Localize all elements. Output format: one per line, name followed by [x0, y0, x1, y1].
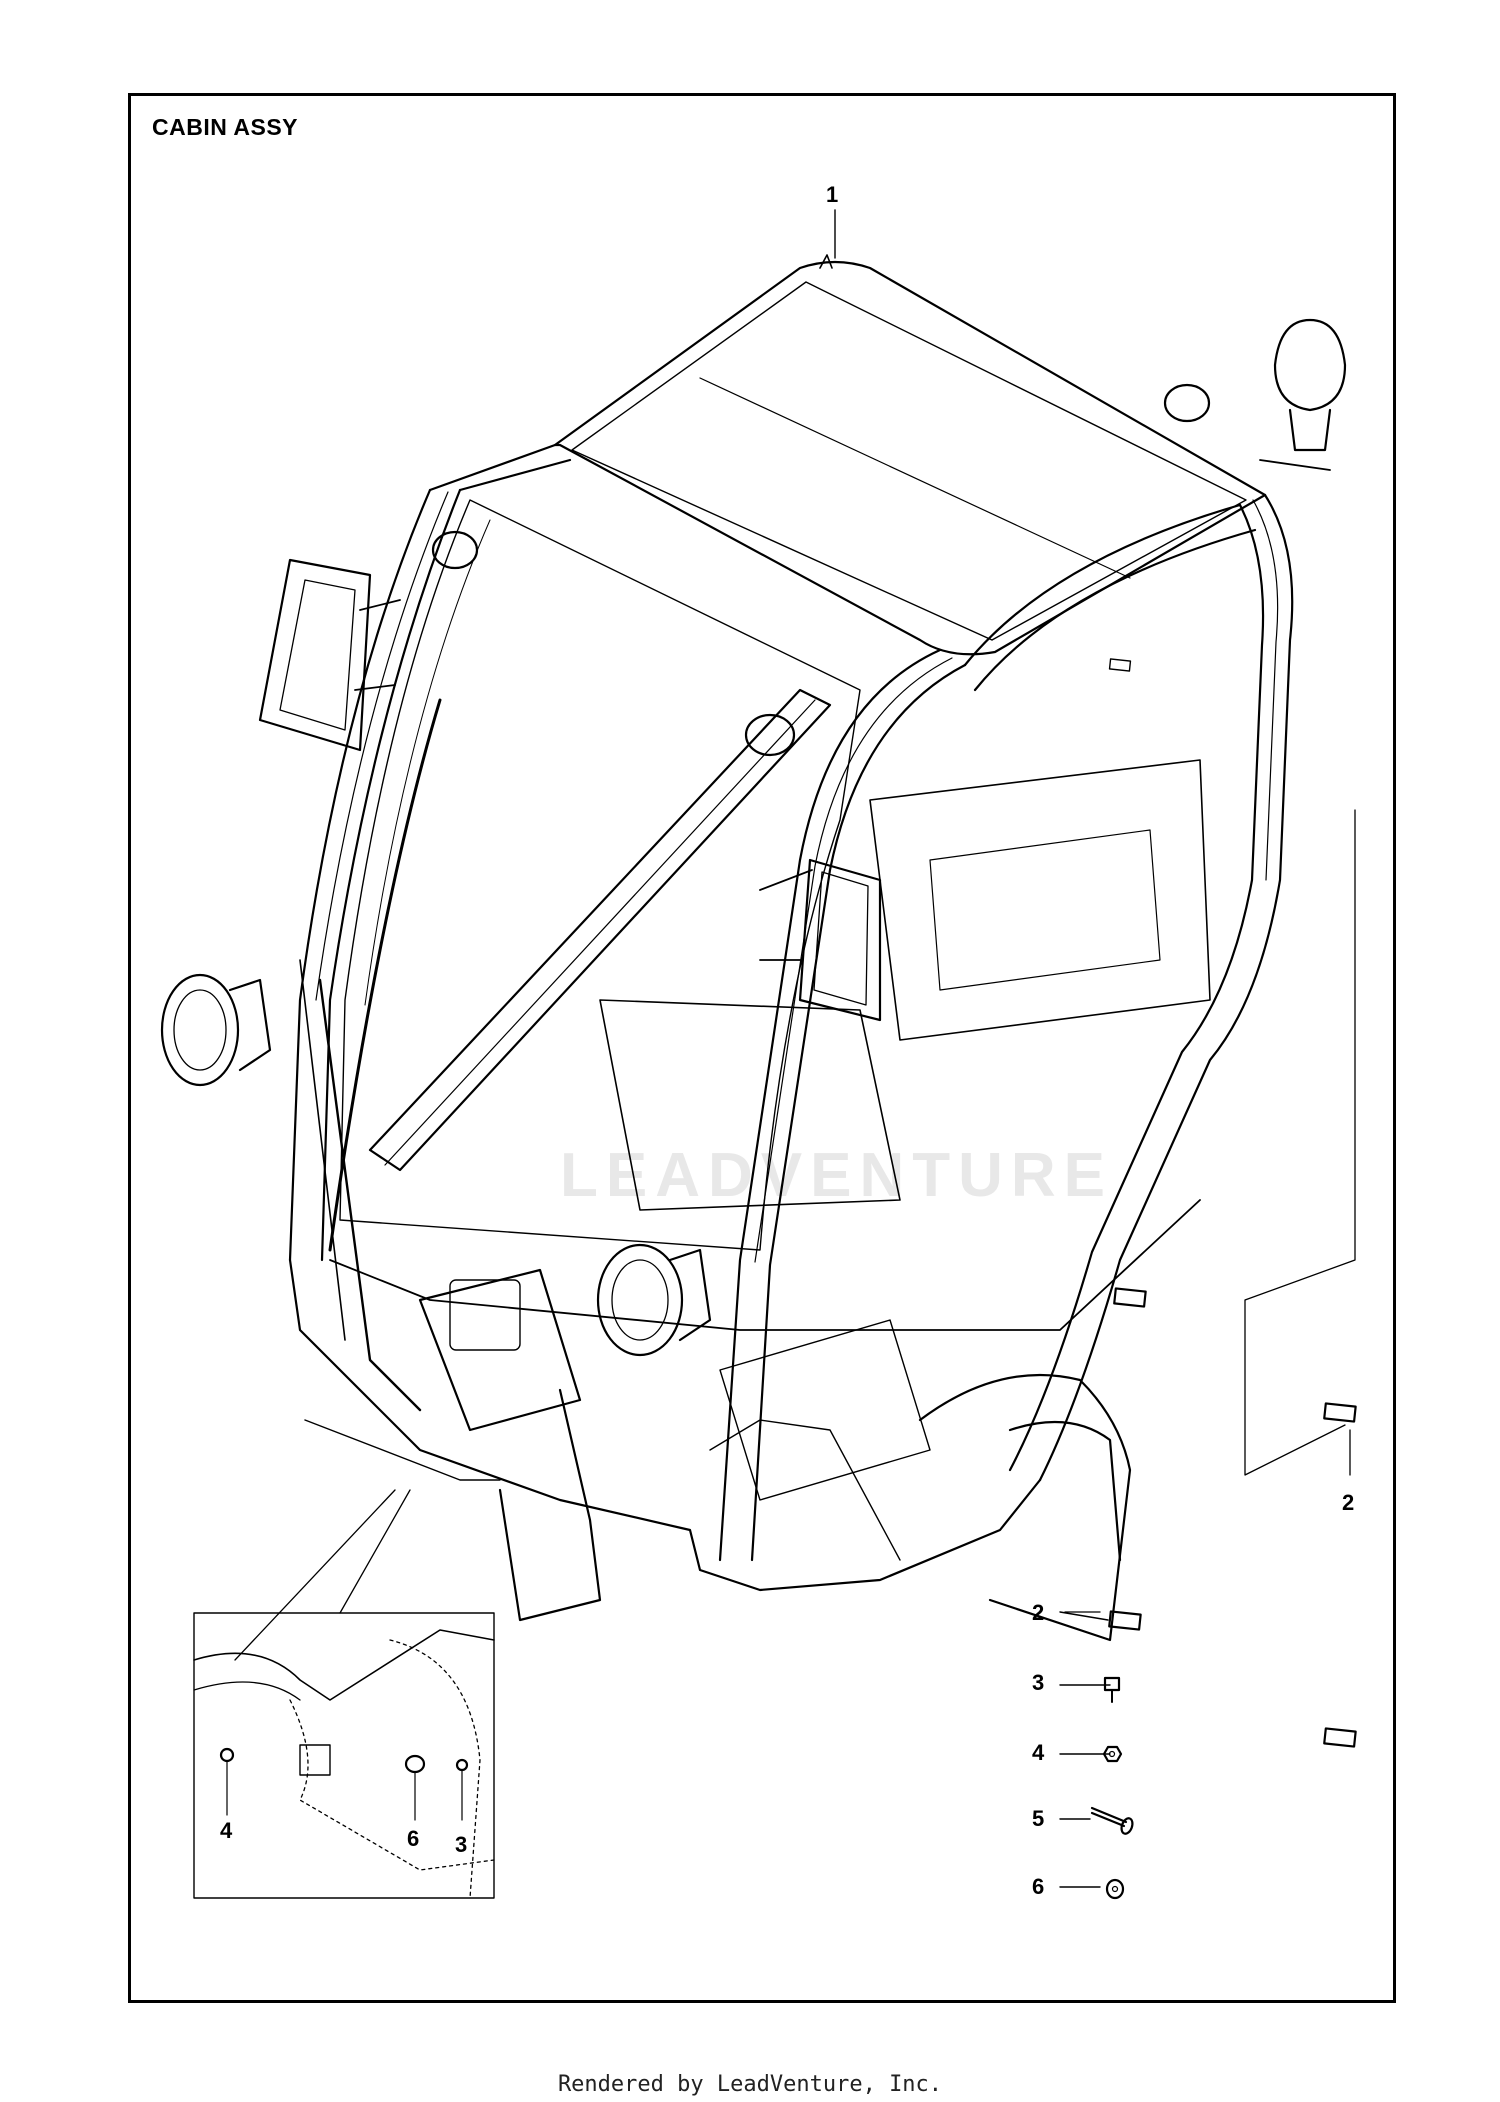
decals	[1108, 658, 1357, 1748]
beacon-light	[1259, 318, 1347, 471]
roof-panel	[553, 254, 1267, 656]
footer-credit: Rendered by LeadVenture, Inc.	[557, 2072, 943, 2097]
legend-washer-icon	[1105, 1878, 1125, 1900]
front-right-pillar	[718, 648, 967, 1562]
work-lights	[160, 383, 1211, 1357]
watermark: LEADVENTURE	[560, 1141, 1114, 1210]
decal-bracket-lines	[1064, 809, 1356, 1613]
legend-screw-icon	[1103, 1676, 1121, 1703]
windshield	[339, 499, 861, 1251]
wiper-arm	[299, 698, 442, 1412]
left-mirror	[258, 558, 401, 752]
callout-5-legend: 5	[1032, 1806, 1045, 1831]
diagram-frame	[128, 93, 1396, 2003]
rear-fender	[918, 1374, 1132, 1642]
legend-bolt-icon	[1090, 1806, 1134, 1835]
callout-6-legend: 6	[1032, 1874, 1045, 1899]
callout-4-inset: 4	[220, 1818, 233, 1843]
rear-pillar	[1008, 493, 1294, 1482]
callout-3-legend: 3	[1032, 1670, 1045, 1695]
callout-3-inset: 3	[455, 1832, 468, 1857]
center-mirror	[759, 858, 882, 1022]
diagram-title: CABIN ASSY	[152, 114, 298, 140]
callout-leaders	[834, 209, 1111, 1888]
base-frame	[288, 1258, 1042, 1592]
cross-beam	[368, 688, 832, 1172]
callout-4-legend: 4	[1032, 1740, 1045, 1765]
callout-1: 1	[826, 182, 839, 207]
callout-2-decal: 2	[1342, 1490, 1355, 1515]
callout-2-legend: 2	[1032, 1600, 1045, 1625]
front-left-pillar	[288, 443, 572, 1262]
roof-rear-bar	[963, 503, 1257, 692]
control-console	[418, 1268, 602, 1622]
cabin-floor	[329, 759, 1211, 1501]
callout-6-inset: 6	[407, 1826, 420, 1851]
legend-nut-icon	[1102, 1745, 1123, 1763]
detail-inset	[193, 1489, 495, 1899]
